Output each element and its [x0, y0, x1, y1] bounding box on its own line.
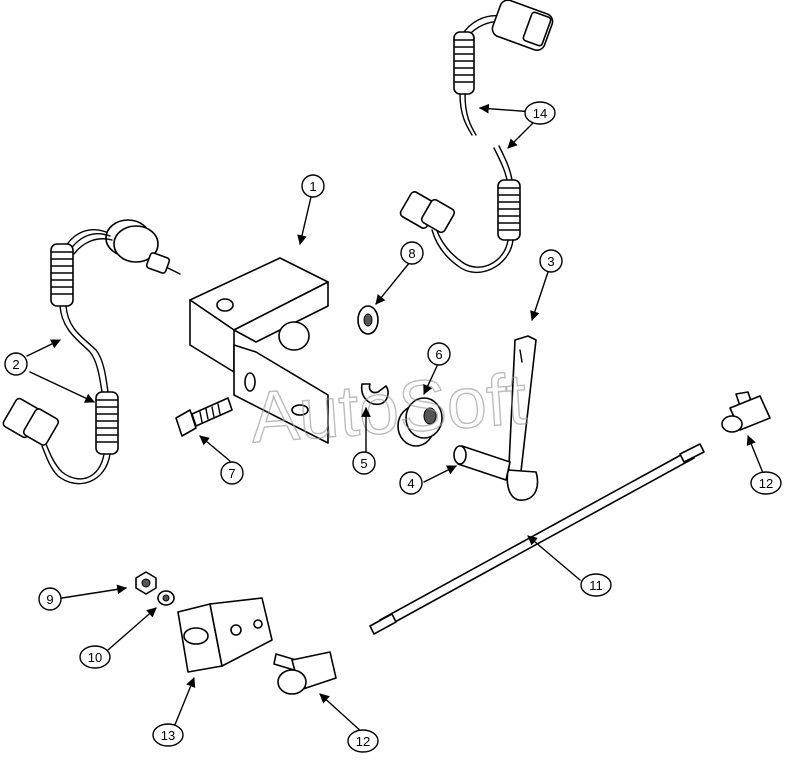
callout-8: 8 — [400, 241, 424, 265]
callout-14: 14 — [524, 101, 556, 125]
callout-13: 13 — [152, 723, 184, 747]
callout-1: 1 — [301, 174, 325, 198]
star-washer — [357, 305, 379, 335]
callout-13-label: 13 — [161, 728, 175, 743]
harness-sleeve-upper — [453, 31, 475, 95]
ball-joint-lower — [273, 651, 337, 695]
callout-3: 3 — [539, 249, 563, 273]
callout-6-label: 6 — [435, 347, 442, 362]
callout-2-label: 2 — [12, 357, 19, 372]
callout-8-label: 8 — [408, 246, 415, 261]
callout-14-label: 14 — [533, 106, 547, 121]
callout-9: 9 — [38, 587, 62, 611]
callout-9-label: 9 — [46, 592, 53, 607]
callout-6: 6 — [427, 342, 451, 366]
nut — [135, 571, 157, 595]
callout-7: 7 — [220, 461, 244, 485]
callout-10: 10 — [79, 645, 111, 669]
callout-4: 4 — [399, 471, 423, 495]
ball-joint-right — [721, 391, 771, 433]
callout-1-label: 1 — [309, 179, 316, 194]
callout-7-label: 7 — [228, 466, 235, 481]
sensor-bracket — [189, 257, 329, 444]
bolt — [175, 397, 233, 437]
callout-10-label: 10 — [88, 650, 102, 665]
callout-11-label: 11 — [589, 578, 603, 593]
sensor-harness-left — [2, 219, 181, 485]
lower-bracket — [177, 597, 273, 673]
harness-upper — [399, 0, 554, 274]
callout-5: 5 — [352, 451, 376, 475]
leader-lines — [26, 103, 766, 735]
bushing — [397, 397, 443, 447]
retaining-clip — [360, 383, 389, 406]
harness-sleeve-lower — [497, 179, 521, 241]
linkage-rod — [369, 443, 705, 635]
callout-11: 11 — [580, 573, 612, 597]
callout-12-right: 12 — [750, 471, 782, 495]
callout-12-lower-label: 12 — [356, 734, 370, 749]
callout-2: 2 — [4, 352, 28, 376]
callout-12-right-label: 12 — [759, 476, 773, 491]
lever-arm — [453, 335, 539, 501]
callout-4-label: 4 — [407, 476, 414, 491]
lock-washer — [157, 590, 175, 606]
sleeve-left-top — [50, 243, 74, 307]
callout-5-label: 5 — [360, 456, 367, 471]
sleeve-left-bottom — [95, 391, 119, 455]
callout-12-lower: 12 — [347, 729, 379, 753]
callout-3-label: 3 — [547, 254, 554, 269]
watermark: AutoSoft — [248, 359, 529, 458]
